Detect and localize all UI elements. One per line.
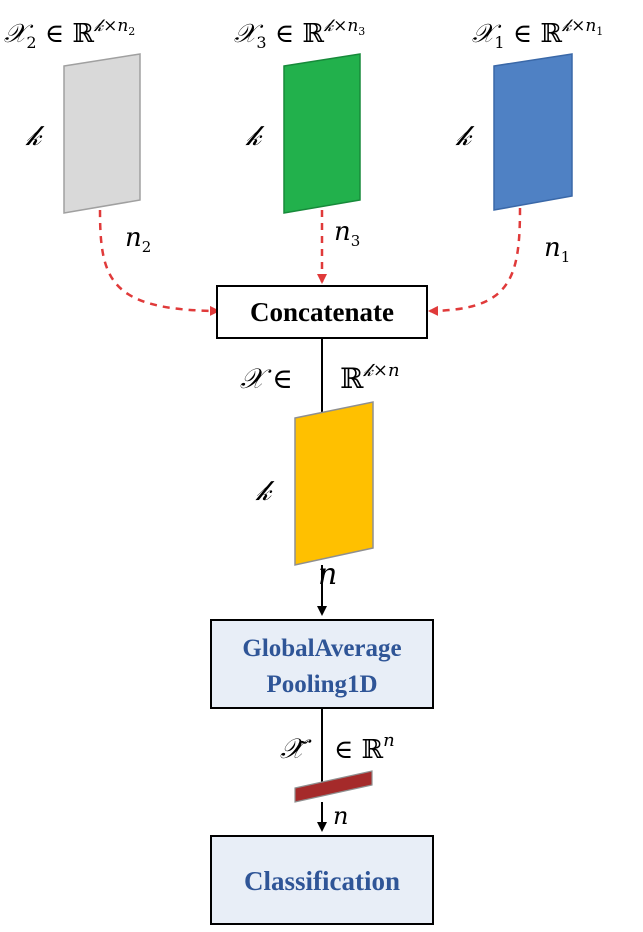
pooled-space-label: ∈ ℝn [334,730,395,765]
k-label-x3: 𝓀 [245,119,265,152]
classification-label: Classification [244,866,400,896]
arrow-x2-to-concat [98,209,220,316]
classification-block: Classification [210,835,434,925]
input-x1-title: 𝒳1 ∈ ℝ𝓀×n1 [472,16,603,52]
concatenate-label: Concatenate [250,297,394,327]
input-block-x1: 𝒳1 ∈ ℝ𝓀×n1 𝓀 n1 [428,16,603,316]
matrix-x2 [63,53,141,214]
concatenate-box [216,285,428,339]
k-label-merged: 𝓀 [255,474,275,507]
input-block-x3: 𝒳3 ∈ ℝ𝓀×n3 𝓀 n3 [234,16,365,284]
input-block-x2: 𝒳2 ∈ ℝ𝓀×n2 𝓀 n2 [4,16,220,316]
pooled-block: 𝒳̃ ∈ ℝn n [280,730,395,830]
classification-box [210,835,434,925]
merged-x-symbol: 𝒳∈ [240,362,293,395]
pooling-block: GlobalAverage Pooling1D [210,619,434,709]
pooling-label-line1: GlobalAverage [242,635,401,662]
pooling-box [210,619,434,709]
n-label-pooled: n [333,802,348,830]
matrix-merged [294,401,374,566]
n-label-x3: n3 [334,217,360,250]
vector-pooled [294,770,373,803]
input-x3-title: 𝒳3 ∈ ℝ𝓀×n3 [234,16,365,52]
matrix-x3 [283,53,361,214]
n-label-merged: n [318,557,337,592]
pooling-label-line2: Pooling1D [266,671,377,698]
n-label-x1: n1 [544,233,570,266]
n-label-x2: n2 [125,223,151,256]
concatenate-block: Concatenate [216,285,428,339]
arrow-x1-to-concat [428,207,522,316]
matrix-x1 [493,53,573,211]
k-label-x2: 𝓀 [25,119,45,152]
input-x2-title: 𝒳2 ∈ ℝ𝓀×n2 [4,16,135,52]
pooled-x-symbol: 𝒳̃ [280,732,312,765]
merged-block: 𝒳∈ ℝ𝓀×n 𝓀 n [240,360,400,592]
merged-space-label: ℝ𝓀×n [340,360,400,395]
k-label-x1: 𝓀 [455,119,475,152]
